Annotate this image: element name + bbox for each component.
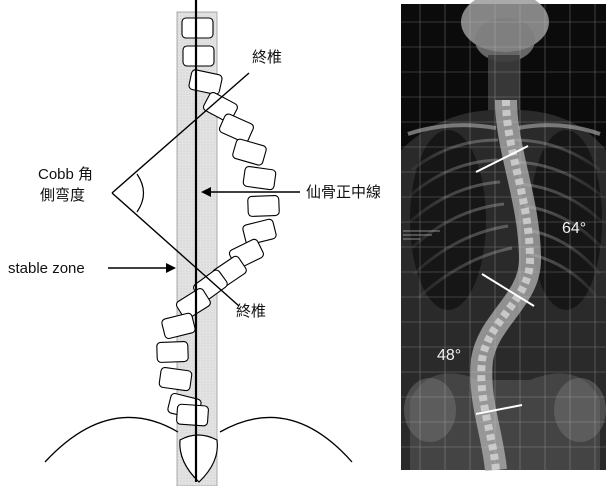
end-vertebra-bottom-label: 終椎: [236, 303, 266, 320]
stable-zone-label: stable zone: [8, 260, 85, 277]
scoliosis-degree-label: 側弯度: [40, 187, 85, 204]
vertebra: [242, 218, 277, 245]
cobb-angle-arc: [137, 174, 144, 212]
vertebra: [182, 18, 213, 38]
vertebrae: [157, 18, 280, 426]
vertebra: [183, 46, 214, 66]
upper-cobb-angle-value: 64°: [562, 220, 586, 237]
cobb-line-lower: [112, 193, 239, 306]
pelvis-left-arc: [45, 417, 178, 462]
iliac-wing: [554, 378, 606, 442]
cobb-angle-label: Cobb 角: [38, 166, 93, 183]
lower-cobb-angle-value: 48°: [437, 347, 461, 364]
end-vertebra-top-label: 終椎: [252, 49, 282, 66]
stable-zone-arrow-head: [166, 263, 176, 273]
vertebra: [243, 166, 276, 190]
vertebra: [157, 341, 189, 362]
vertebra: [176, 404, 208, 426]
xray-image: 64° 48°: [401, 0, 606, 470]
scoliosis-schematic: 終椎 Cobb 角 側弯度 仙骨正中線 stable zone 終椎: [8, 0, 381, 486]
iliac-wing: [404, 378, 456, 442]
pelvis-right-arc: [220, 417, 352, 462]
vertebra: [232, 138, 267, 166]
csvl-label: 仙骨正中線: [306, 184, 381, 201]
vertebra: [248, 195, 280, 216]
vertebra: [159, 367, 192, 391]
